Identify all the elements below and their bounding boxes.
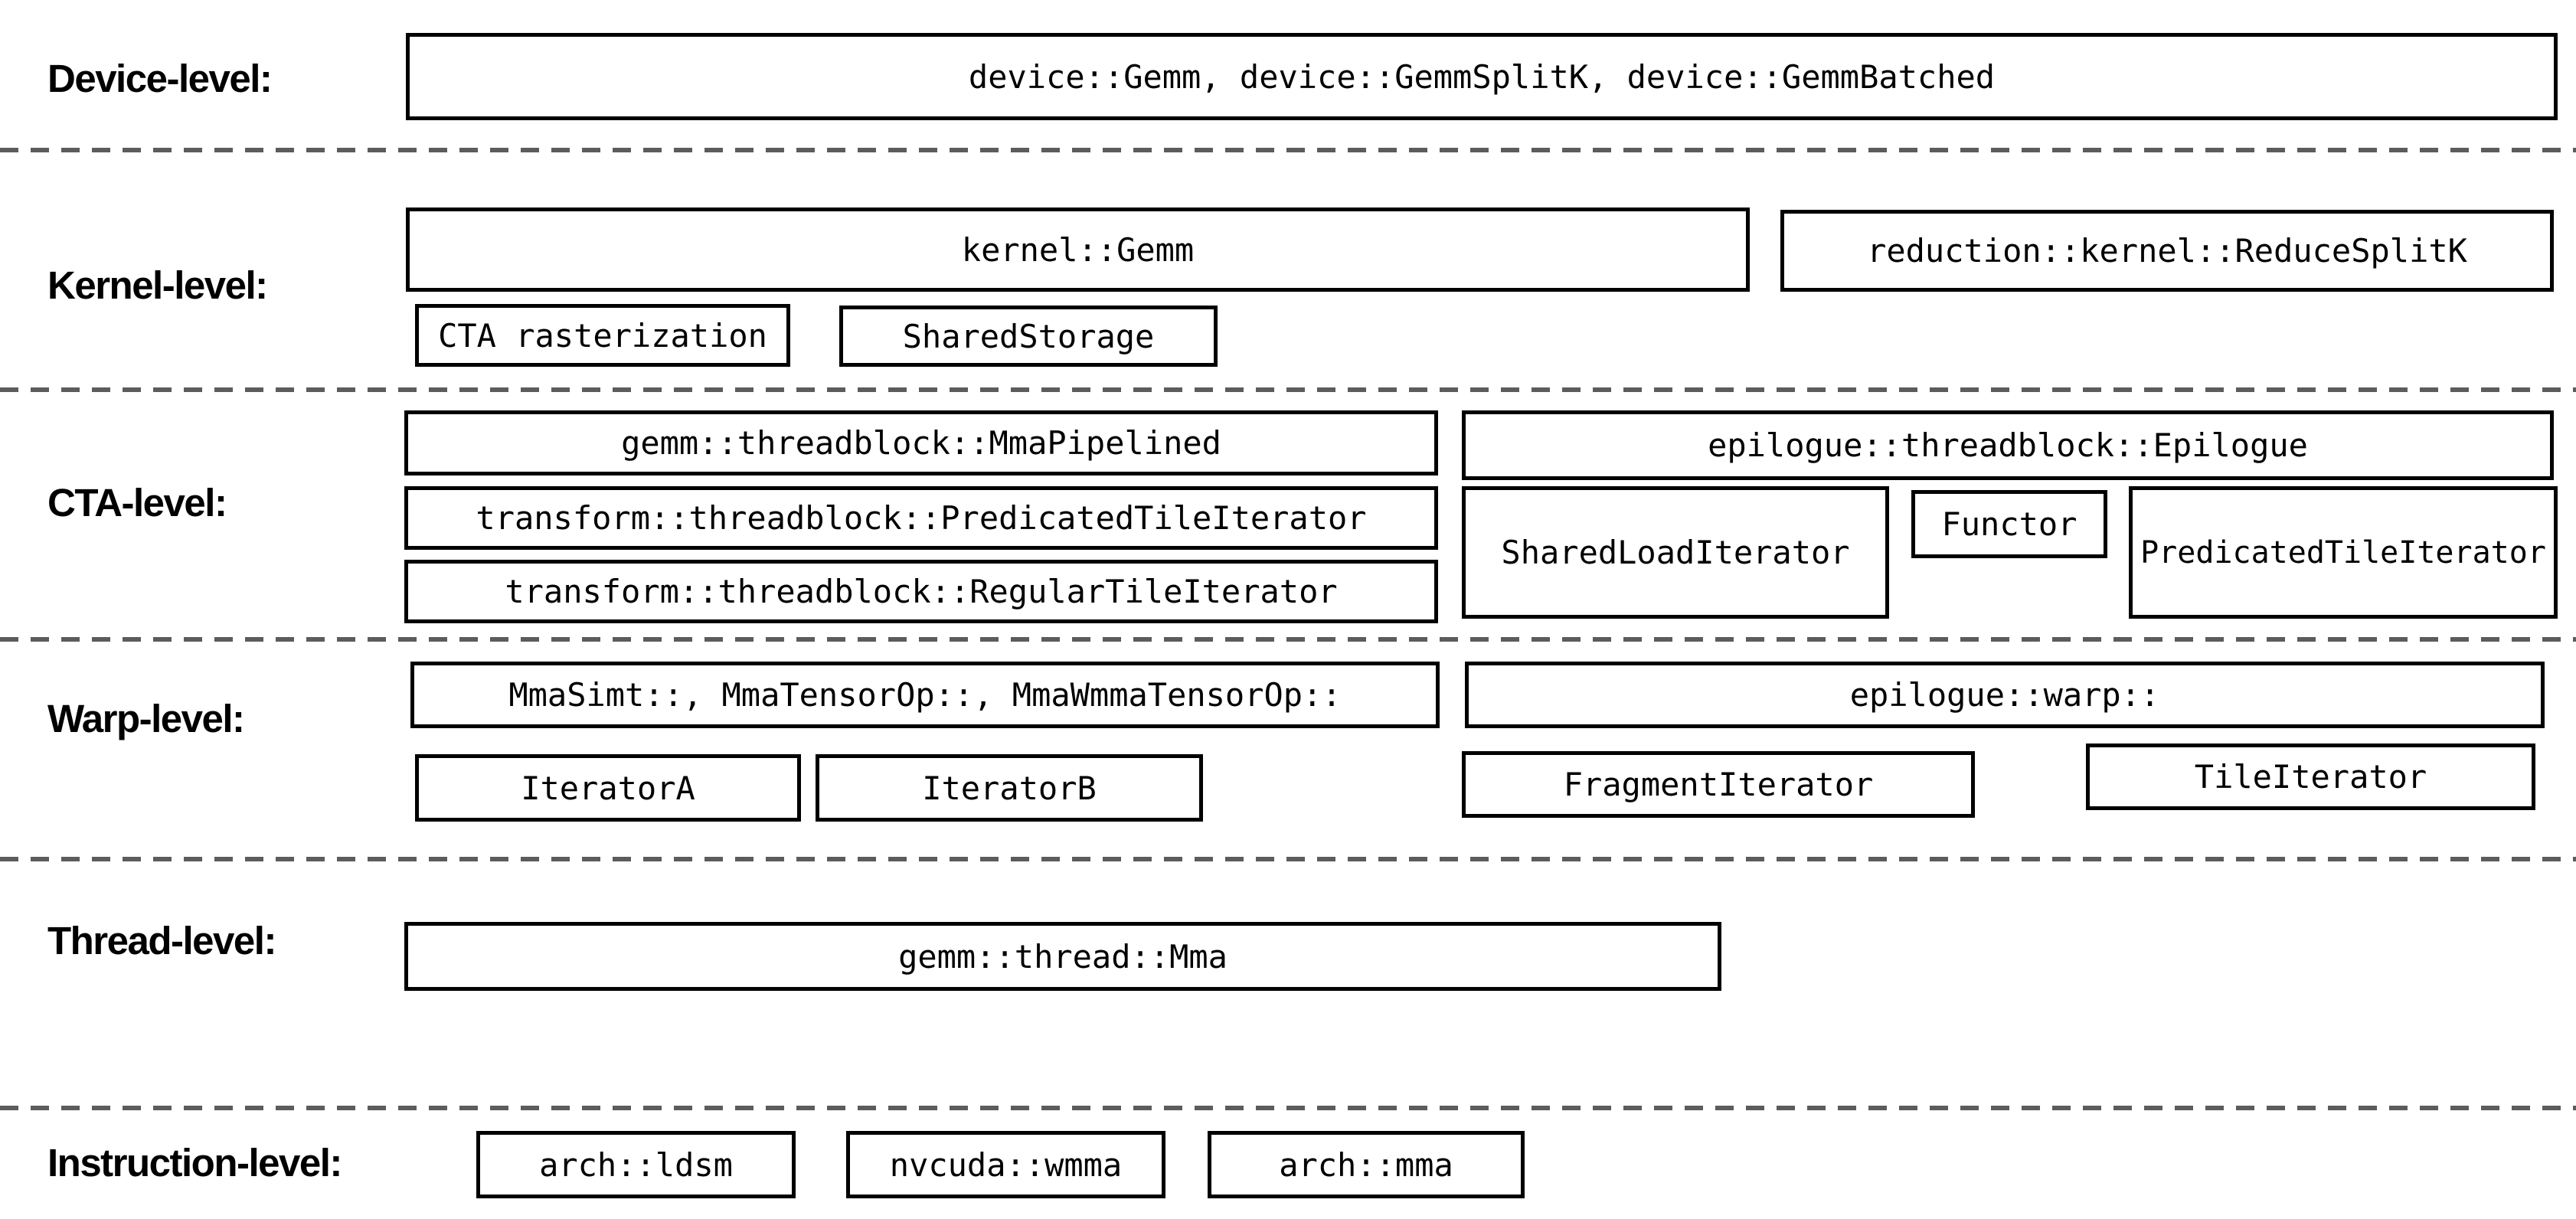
separator-line <box>0 637 2576 642</box>
box-arch-ldsm: arch::ldsm <box>476 1131 796 1198</box>
box-arch-mma: arch::mma <box>1208 1131 1525 1198</box>
separator-line <box>0 387 2576 392</box>
box-mma-pipelined: gemm::threadblock::MmaPipelined <box>404 410 1438 476</box>
box-iterator-a: IteratorA <box>415 754 801 822</box>
box-device-gemm-family: device::Gemm, device::GemmSplitK, device… <box>406 33 2558 120</box>
box-predicated-tile-iterator: transform::threadblock::PredicatedTileIt… <box>404 486 1438 550</box>
separator-line <box>0 1106 2576 1110</box>
row-label-warp: Warp-level: <box>47 696 245 740</box>
box-reduce-splitk: reduction::kernel::ReduceSplitK <box>1780 210 2554 292</box>
box-epilogue-warp: epilogue::warp:: <box>1465 662 2545 728</box>
box-iterator-b: IteratorB <box>816 754 1203 822</box>
box-fragment-iterator: FragmentIterator <box>1462 751 1975 818</box>
box-warp-mma-variants: MmaSimt::, MmaTensorOp::, MmaWmmaTensorO… <box>410 662 1440 728</box>
box-kernel-gemm: kernel::Gemm <box>406 208 1750 292</box>
box-tile-iterator: TileIterator <box>2086 743 2535 810</box>
box-thread-mma: gemm::thread::Mma <box>404 922 1721 991</box>
box-epilogue: epilogue::threadblock::Epilogue <box>1462 410 2554 480</box>
separator-line <box>0 148 2576 152</box>
separator-line <box>0 857 2576 861</box>
box-nvcuda-wmma: nvcuda::wmma <box>846 1131 1165 1198</box>
box-shared-storage: SharedStorage <box>839 306 1218 367</box>
row-label-device: Device-level: <box>47 56 273 100</box>
row-label-instruction: Instruction-level: <box>47 1140 342 1185</box>
row-label-kernel: Kernel-level: <box>47 263 268 307</box>
box-epilogue-predicated-tile-iterator: PredicatedTileIterator <box>2129 486 2558 619</box>
row-label-cta: CTA-level: <box>47 480 227 525</box>
box-regular-tile-iterator: transform::threadblock::RegularTileItera… <box>404 560 1438 623</box>
box-cta-rasterization: CTA rasterization <box>415 304 790 367</box>
row-label-thread: Thread-level: <box>47 918 276 962</box>
box-functor: Functor <box>1911 490 2107 558</box>
box-shared-load-iterator: SharedLoadIterator <box>1462 486 1889 619</box>
